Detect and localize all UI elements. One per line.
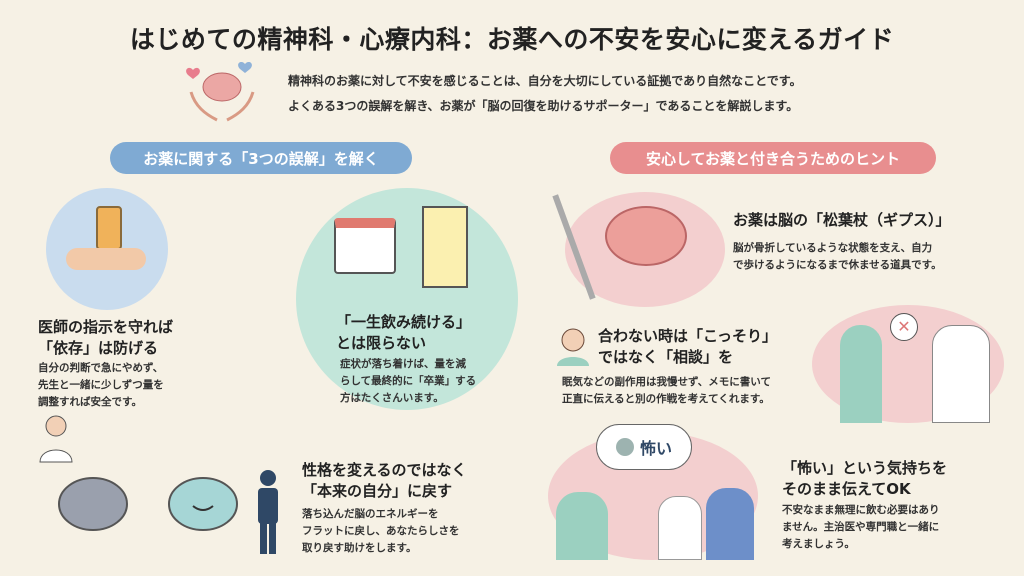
hint-1-desc: 脳が骨折しているような状態を支え、自力で歩けるようになるまで休ませる道具です。 xyxy=(733,242,942,271)
myth-1-title: 医師の指示を守れば「依存」は防げる xyxy=(38,318,174,357)
person-icon xyxy=(258,470,278,554)
myth-3-desc: 落ち込んだ脳のエネルギーをフラットに戻し、あなたらしさを取り戻す助けをします。 xyxy=(302,508,460,554)
hint-3-title: 「怖い」という気持ちをそのまま伝えてOK xyxy=(782,459,948,498)
hint-2-desc: 眠気などの副作用は我慢せず、メモに書いて正直に伝えると別の作戦を考えてくれます。 xyxy=(562,376,771,405)
calendar-icon xyxy=(334,218,396,274)
consult-doctor-illustration: ✕ xyxy=(812,305,1004,423)
intro-line-2: よくある3つの誤解を解き、お薬が「脳の回復を助けるサポーター」であることを解説し… xyxy=(288,99,799,113)
worried-woman-icon xyxy=(557,328,589,366)
bubble-text: 怖い xyxy=(639,439,672,458)
brain-crutch-illustration xyxy=(552,192,725,307)
scared-face-icon xyxy=(615,438,634,456)
happy-brain-icon xyxy=(168,477,238,531)
crutch-icon xyxy=(552,194,596,300)
page-title: はじめての精神科・心療内科：お薬への不安を安心に変えるガイド xyxy=(129,25,895,54)
thought-bubble: 怖い xyxy=(596,424,692,470)
sad-brain-icon xyxy=(58,477,128,531)
cross-bubble-icon: ✕ xyxy=(890,313,918,341)
calendar-door-illustration xyxy=(296,188,518,410)
hint-1-title: お薬は脳の「松葉杖（ギプス）」 xyxy=(733,211,951,229)
intro-line-1: 精神科のお薬に対して不安を感じることは、自分を大切にしている証拠であり自然なこと… xyxy=(288,74,802,88)
hint-3-desc: 不安なまま無理に飲む必要はありません。主治医や専門職と一緒に考えましょう。 xyxy=(782,504,940,550)
doctor-icon xyxy=(39,415,73,463)
myth-2-title: 「一生飲み続ける」とは限らない xyxy=(336,313,472,352)
brain-in-hands-icon xyxy=(186,62,255,122)
hint-2-title: 合わない時は「こっそり」ではなく「相談」を xyxy=(598,327,777,366)
myth-3-title: 性格を変えるのではなく「本来の自分」に戻す xyxy=(302,461,467,500)
pill-bottle-illustration xyxy=(46,188,168,310)
left-section-heading: お薬に関する「3つの誤解」を解く xyxy=(110,142,412,174)
brain-recovery-illustration xyxy=(58,470,278,554)
myth-2-desc: 症状が落ち着けば、量を減らして最終的に「卒業」する方はたくさんいます。 xyxy=(340,358,477,404)
right-section-heading: 安心してお薬と付き合うためのヒント xyxy=(610,142,936,174)
myth-1-desc: 自分の判断で急にやめず、先生と一緒に少しずつ量を調整すれば安全です。 xyxy=(38,362,164,408)
door-icon xyxy=(422,206,468,288)
